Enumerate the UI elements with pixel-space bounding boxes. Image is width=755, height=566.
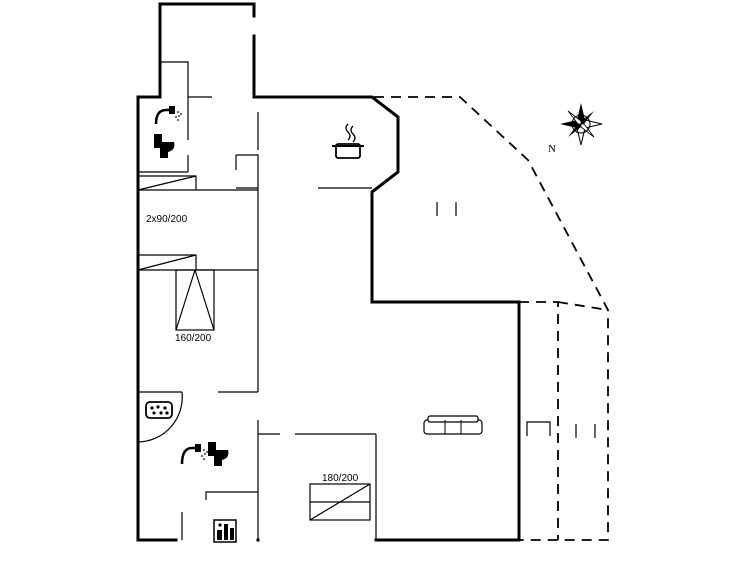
shower-icon xyxy=(154,106,182,125)
whirlpool-icon xyxy=(145,401,173,419)
bed-160 xyxy=(175,269,215,331)
toilet-icon xyxy=(154,134,175,158)
exterior-walls xyxy=(136,2,521,542)
terrace-outline xyxy=(374,96,609,541)
room-label-2x90: 2x90/200 xyxy=(146,214,188,225)
terrace-furniture xyxy=(526,421,596,438)
toilet-icon xyxy=(208,442,229,466)
sofa-icon xyxy=(423,415,483,435)
door-marks-living xyxy=(436,202,457,216)
sauna-icon xyxy=(213,519,237,543)
stove-pot-icon xyxy=(332,123,364,159)
shower-icon xyxy=(180,444,208,465)
bed-180 xyxy=(309,483,371,521)
room-label-180: 180/200 xyxy=(322,473,359,484)
interior-walls xyxy=(137,61,377,540)
bed-2x90-bottom xyxy=(137,254,197,271)
compass-rose-icon xyxy=(560,103,603,146)
bed-2x90-top xyxy=(137,175,197,191)
compass-north-label: N xyxy=(548,143,556,155)
room-label-160: 160/200 xyxy=(175,333,212,344)
